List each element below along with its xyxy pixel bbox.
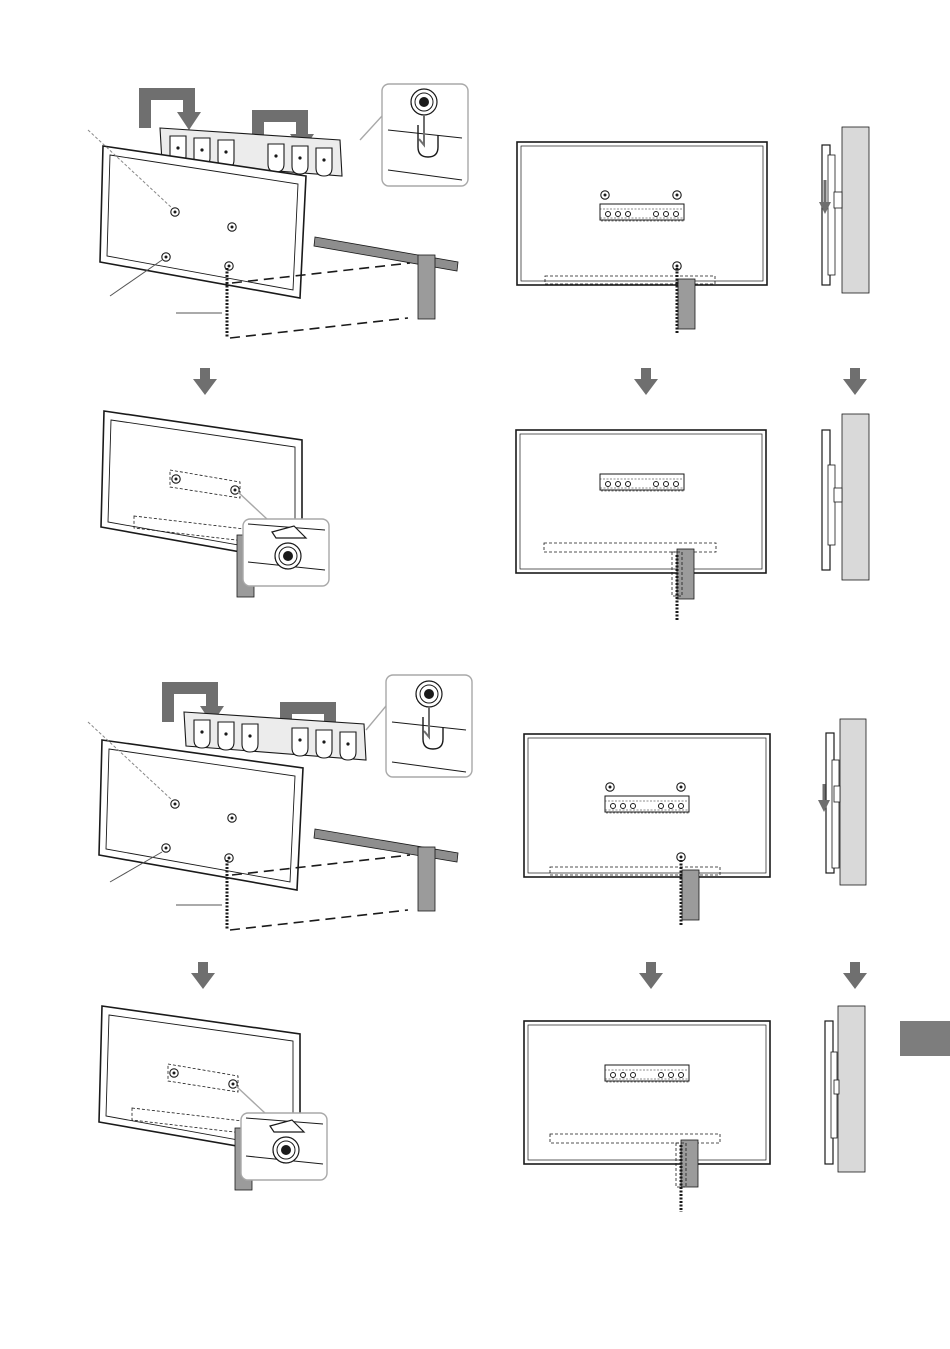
upper-side-view-2 <box>822 414 869 580</box>
lower-front-view-2 <box>524 1021 770 1212</box>
down-arrow-icon <box>639 962 663 989</box>
screw-icon <box>673 191 681 199</box>
upper-step1-hanging <box>88 84 468 338</box>
hook-rail <box>600 474 684 491</box>
screw-icon <box>228 223 236 231</box>
screw-icon <box>171 208 179 216</box>
screw-icon <box>677 853 685 861</box>
screw-icon <box>162 844 170 852</box>
down-arrow-icon <box>191 962 215 989</box>
hook-rail <box>605 1065 689 1082</box>
upper-front-view-1 <box>517 142 767 334</box>
screw-icon <box>231 486 239 494</box>
down-arrow-icon <box>843 368 867 395</box>
screw-icon <box>677 783 685 791</box>
upper-side-view-1 <box>819 127 869 293</box>
screw-icon <box>229 1080 237 1088</box>
wall <box>840 719 866 885</box>
screw-icon <box>228 814 236 822</box>
screw-icon <box>172 475 180 483</box>
mounting-bracket <box>184 712 366 760</box>
hook-rail <box>600 204 684 221</box>
screw-icon <box>162 253 170 261</box>
wall <box>838 1006 865 1172</box>
lower-section <box>88 675 867 1212</box>
lower-side-view-1 <box>818 719 866 885</box>
screw-icon <box>601 191 609 199</box>
screw-icon <box>171 800 179 808</box>
roller-icon <box>411 89 437 115</box>
upper-section <box>88 84 869 620</box>
screw-icon <box>606 783 614 791</box>
wall <box>842 414 869 580</box>
hook-rail <box>605 796 689 813</box>
lower-side-view-2 <box>825 1006 865 1172</box>
upper-step2-lowered <box>101 411 329 597</box>
wall <box>842 127 869 293</box>
upper-front-view-2 <box>516 430 766 620</box>
down-arrow-icon <box>634 368 658 395</box>
screw-icon <box>170 1069 178 1077</box>
down-arrow-icon <box>193 368 217 395</box>
bracket-place-arrow-left <box>145 94 201 130</box>
down-arrow-icon <box>843 962 867 989</box>
lower-front-view-1 <box>524 734 770 926</box>
roller-icon <box>275 543 301 569</box>
roller-icon <box>416 681 442 707</box>
section-tab <box>900 1021 950 1056</box>
lower-step1-hanging <box>88 675 472 930</box>
lower-step2-lowered <box>99 1006 327 1190</box>
roller-icon <box>273 1137 299 1163</box>
